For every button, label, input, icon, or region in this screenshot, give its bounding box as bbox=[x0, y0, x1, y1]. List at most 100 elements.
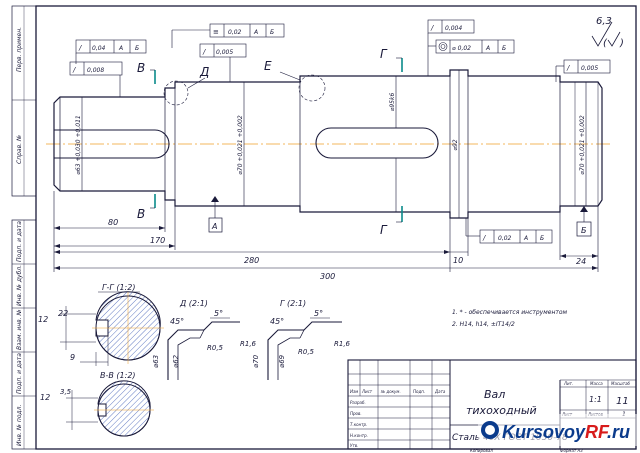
tb-izm: Изм bbox=[350, 389, 358, 394]
g-45: 45° bbox=[270, 317, 284, 326]
tb-mass: Масса bbox=[590, 381, 603, 386]
dim-80: 80 bbox=[108, 218, 118, 227]
mark-e: Е bbox=[264, 59, 272, 73]
stamp-vzam-inv: Взам. инв. № bbox=[16, 309, 23, 350]
g-r05: R0,5 bbox=[298, 348, 315, 356]
diameter-dims bbox=[81, 70, 587, 218]
tol-sym-002-value: 0,02 bbox=[228, 29, 242, 36]
watermark: KursovoyRF.ru bbox=[478, 414, 638, 446]
tb-lit: Лит. bbox=[563, 381, 573, 386]
d-45: 45° bbox=[170, 317, 184, 326]
svg-text:/: / bbox=[482, 234, 486, 242]
length-dims bbox=[53, 191, 599, 272]
vv-35: 3,5 bbox=[60, 388, 72, 396]
svg-text:/: / bbox=[78, 44, 82, 52]
note-1: 1. * - обеспечивается инструментом bbox=[452, 309, 568, 316]
base-b-label: Б bbox=[581, 226, 587, 235]
d-62: ⌀62 bbox=[172, 354, 180, 368]
base-a-marker: А bbox=[208, 196, 223, 233]
g-70: ⌀70 bbox=[252, 354, 260, 368]
tol-runout-004 bbox=[75, 39, 147, 64]
detail-e-circle bbox=[298, 74, 326, 102]
stamp-podp-data-2: Подп. и дата bbox=[16, 353, 23, 394]
tol-runout-0005 bbox=[199, 43, 247, 82]
gg-22: 22 bbox=[58, 309, 68, 318]
gg-9: 9 bbox=[70, 353, 75, 362]
d-r16: R1,6 bbox=[240, 340, 257, 348]
mark-v-top: В bbox=[137, 61, 145, 75]
tol-runout-right-0005 bbox=[555, 59, 611, 82]
dim-280: 280 bbox=[244, 256, 259, 265]
d-5: 5° bbox=[214, 309, 223, 318]
section-gg: Г-Г (1:2) 12 22 9 bbox=[38, 283, 164, 366]
svg-text:(: ( bbox=[603, 38, 608, 49]
keyway-left bbox=[54, 129, 170, 159]
tol-runout-0008 bbox=[69, 61, 123, 97]
tol-runout-0008-value: 0,008 bbox=[87, 67, 104, 74]
tol-runout-004-value: 0,04 bbox=[92, 45, 106, 52]
section-vv-title: В-В (1:2) bbox=[100, 371, 136, 380]
tol-coax-002-value: ⌀0,02 bbox=[452, 45, 471, 52]
section-vv: В-В (1:2) 12 3,5 bbox=[40, 371, 154, 437]
dim-10: 10 bbox=[453, 256, 463, 265]
svg-text:≡: ≡ bbox=[213, 28, 219, 36]
note-2: 2. Н14, h14, ±IT14/2 bbox=[452, 321, 515, 328]
svg-text:/: / bbox=[566, 64, 570, 72]
tol-runout-0004 bbox=[427, 19, 475, 34]
dia-left-end: ⌀63 +0,030 +0,011 bbox=[75, 115, 82, 174]
tol-sym-002 bbox=[171, 23, 285, 48]
tol-runout-004-base1: А bbox=[118, 45, 123, 52]
tb-tkontr: Т.контр. bbox=[350, 422, 367, 427]
tb-list: Лист bbox=[361, 389, 373, 394]
tol-sym-002-base1: А bbox=[253, 29, 258, 36]
dia-right-end: ⌀70 +0,021 +0,002 bbox=[579, 115, 586, 175]
tol-bottom-002-base2: Б bbox=[540, 235, 544, 242]
tb-scale: 1:1 bbox=[589, 395, 602, 404]
tol-runout-right-0005-value: 0,005 bbox=[581, 65, 598, 72]
g-5: 5° bbox=[314, 309, 323, 318]
tol-bottom-002 bbox=[465, 218, 553, 244]
tb-razrab: Разраб. bbox=[350, 400, 366, 405]
tol-sym-002-base2: Б bbox=[270, 29, 274, 36]
tb-data: Дата bbox=[434, 389, 446, 394]
stamp-perv-primen: Перв. примен. bbox=[16, 27, 23, 72]
roughness-value: 6,3 bbox=[596, 16, 612, 27]
tb-format: Формат А3 bbox=[560, 448, 583, 453]
tb-utv: Утв. bbox=[350, 443, 358, 448]
g-69: ⌀69 bbox=[278, 354, 286, 368]
dim-24: 24 bbox=[576, 257, 586, 266]
stamp-podp-data-1: Подп. и дата bbox=[16, 221, 23, 262]
g-r16: R1,6 bbox=[334, 340, 351, 348]
svg-text:KursovoyRF.ru: KursovoyRF.ru bbox=[502, 422, 630, 442]
tb-nkontr: Н.контр. bbox=[350, 433, 368, 438]
d-63: ⌀63 bbox=[152, 355, 160, 368]
tb-doc: № докум. bbox=[380, 389, 401, 394]
dia-collar: ⌀92 bbox=[452, 139, 459, 150]
mark-g-top: Г bbox=[380, 47, 388, 61]
roughness-symbol: ( ) bbox=[591, 21, 624, 49]
sheet-frame bbox=[11, 5, 637, 450]
side-stamps: Перв. примен. Справ. № Подп. и дата Инв.… bbox=[16, 27, 23, 446]
mark-d: Д bbox=[199, 65, 209, 79]
base-b-marker: Б bbox=[576, 206, 592, 237]
tol-runout-0005-value: 0,005 bbox=[216, 49, 233, 56]
vv-12: 12 bbox=[40, 393, 50, 402]
tb-prov: Пров. bbox=[350, 411, 362, 416]
svg-text:): ) bbox=[619, 38, 624, 49]
svg-text:/: / bbox=[430, 24, 434, 32]
section-marks-lines bbox=[154, 58, 403, 222]
tol-bottom-002-value: 0,02 bbox=[498, 235, 512, 242]
detail-d-title: Д (2:1) bbox=[179, 299, 208, 308]
tol-coax-002 bbox=[427, 33, 515, 76]
detail-d-circle bbox=[163, 80, 189, 106]
dia-middle: ⌀95k6 bbox=[389, 93, 396, 112]
stamp-inv-podl: Инв. № подл. bbox=[16, 405, 23, 446]
tb-sheet-no: 11 bbox=[616, 396, 629, 407]
tol-bottom-002-base1: А bbox=[523, 235, 528, 242]
stamp-sprav: Справ. № bbox=[16, 135, 23, 164]
detail-g-view: Г (2:1) 45° 5° R0,5 R1,6 ⌀70 ⌀69 bbox=[252, 299, 351, 380]
tb-podp: Подп. bbox=[413, 389, 425, 394]
keyway-middle bbox=[315, 127, 439, 159]
svg-text:/: / bbox=[72, 66, 76, 74]
